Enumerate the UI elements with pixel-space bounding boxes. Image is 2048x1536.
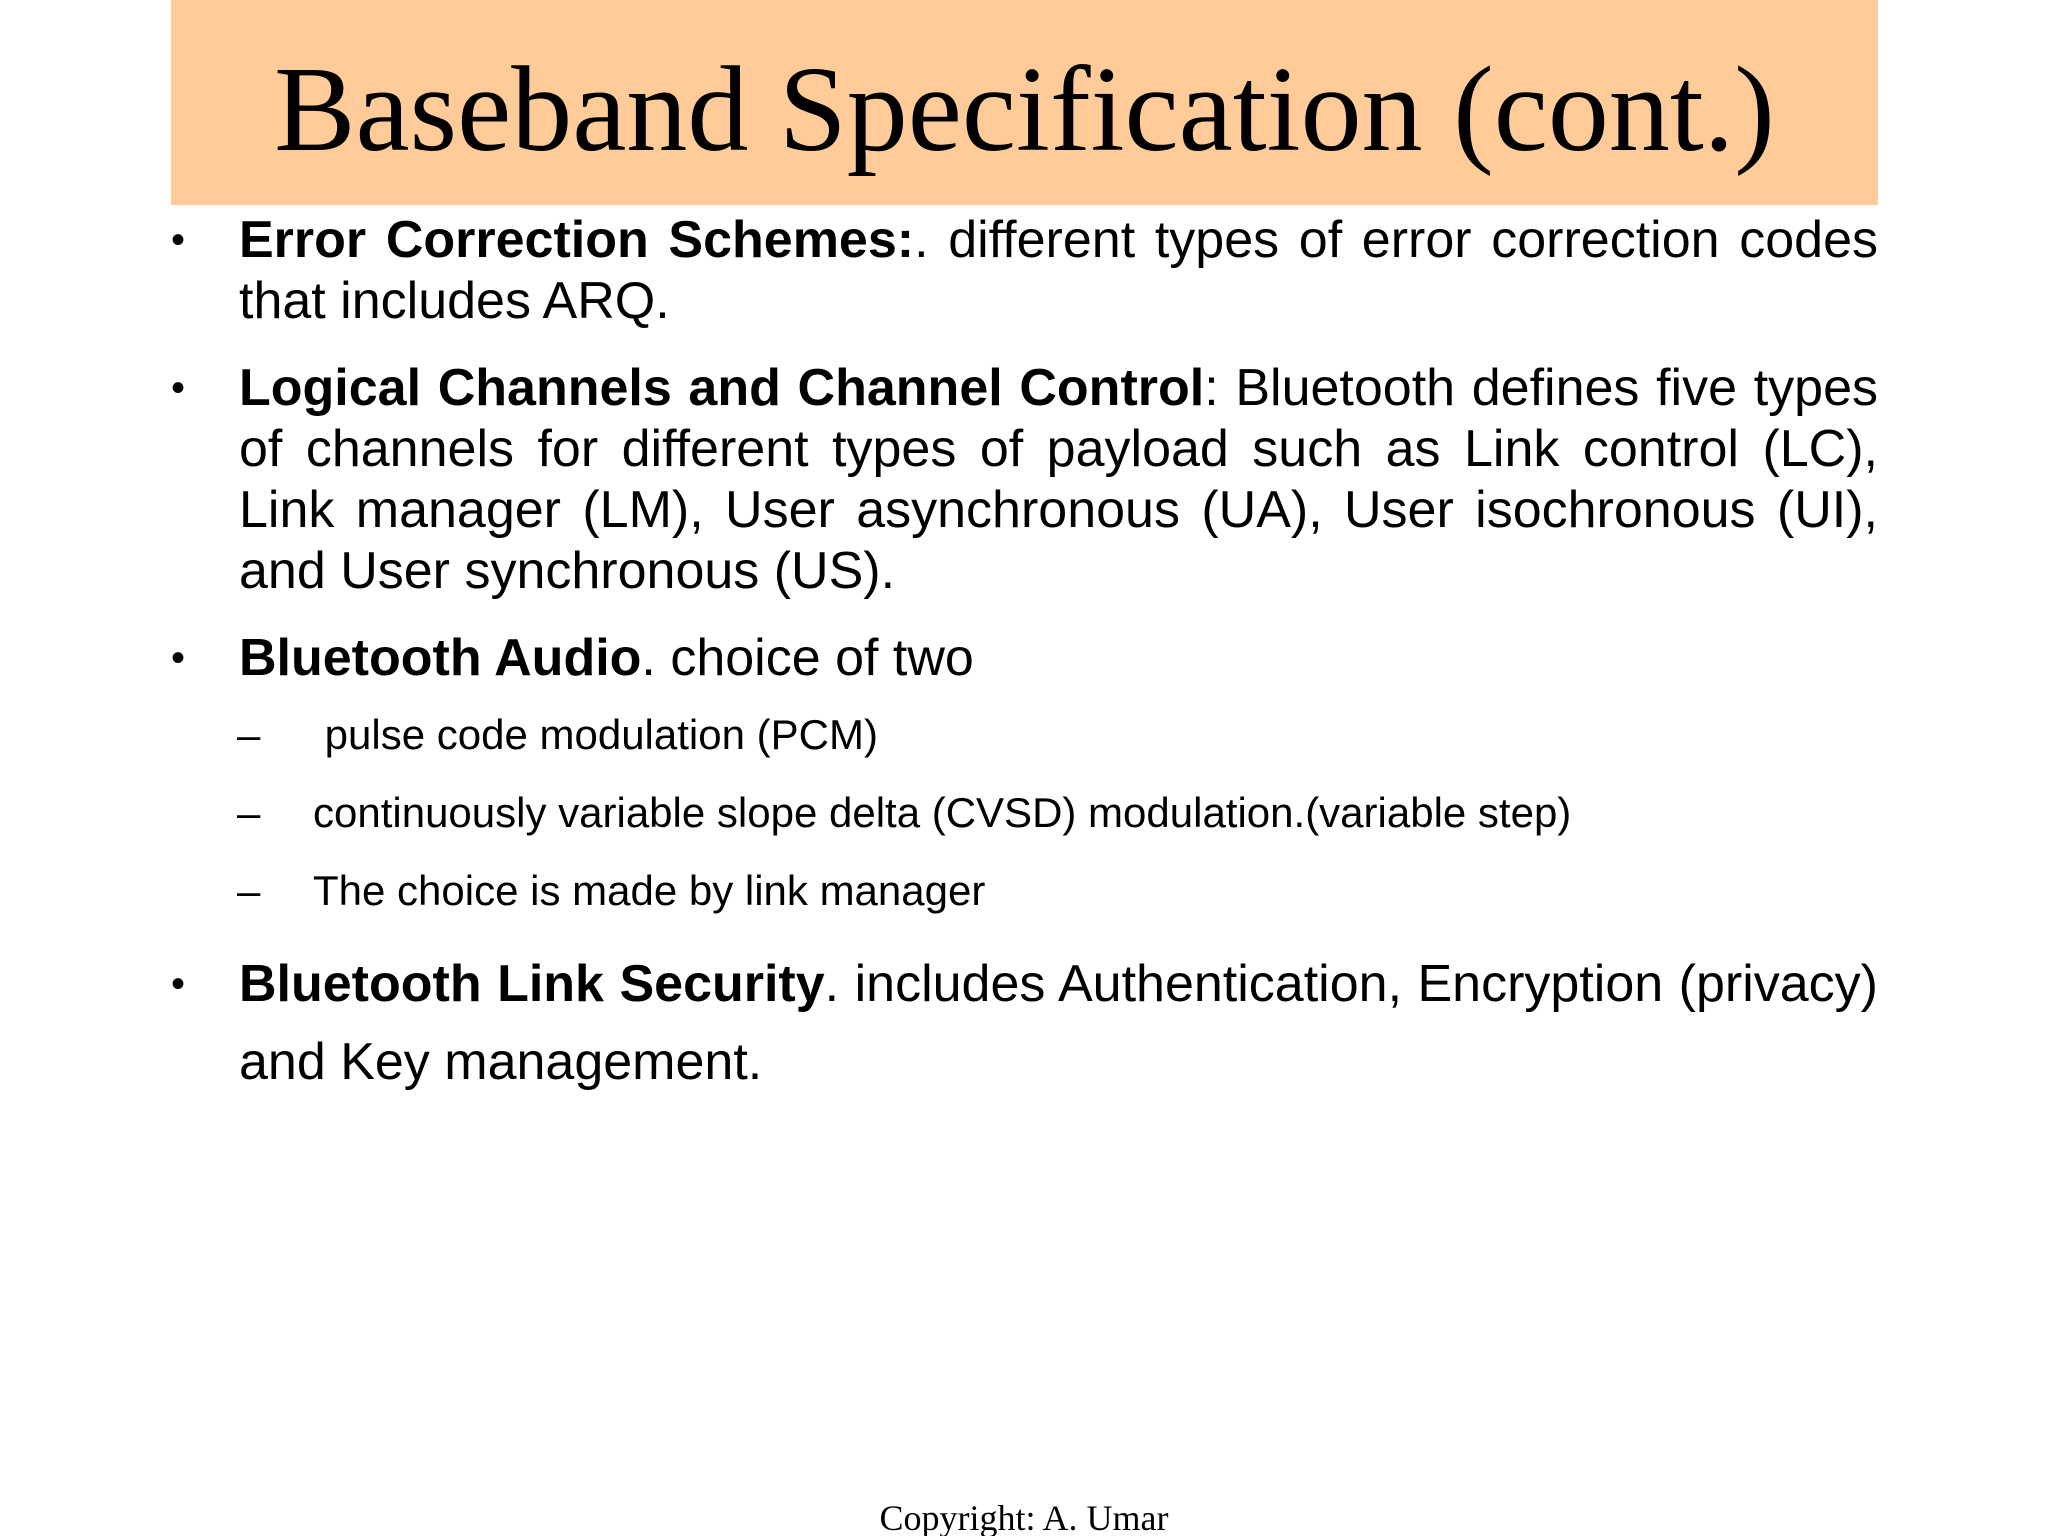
slide-title: Baseband Specification (cont.) — [274, 42, 1775, 177]
subitem-link-manager: – The choice is made by link manager — [171, 863, 1878, 919]
bullet-term: Error Correction Schemes: — [239, 211, 915, 269]
sub-dash: – — [237, 789, 261, 836]
sub-dash: – — [237, 711, 261, 758]
bullet-dot: • — [171, 366, 186, 410]
footer-copyright: Copyright: A. Umar — [879, 1498, 1169, 1536]
bullet-term: Bluetooth Audio — [239, 629, 642, 687]
bullet-error-correction: • Error Correction Schemes:. different t… — [171, 210, 1878, 332]
sub-dash: – — [237, 867, 261, 914]
bullet-dot: • — [171, 962, 186, 1006]
bullet-dot: • — [171, 218, 186, 262]
bullet-dot: • — [171, 636, 186, 680]
subitem-pcm: – pulse code modulation (PCM) — [171, 707, 1878, 763]
slide-content: • Error Correction Schemes:. different t… — [171, 210, 1878, 1101]
bullet-text: : Bluetooth defines five types of channe… — [239, 359, 1878, 600]
subitem-text: pulse code modulation (PCM) — [313, 711, 878, 758]
subitem-cvsd: – continuously variable slope delta (CVS… — [171, 785, 1878, 841]
bullet-bluetooth-audio: • Bluetooth Audio. choice of two — [171, 628, 1878, 689]
bullet-term: Logical Channels and Channel Control — [239, 359, 1205, 417]
subitem-text: The choice is made by link manager — [313, 867, 986, 914]
bullet-text: . choice of two — [641, 629, 974, 687]
bullet-text: . includes Authentication, Encryption (p… — [239, 955, 1878, 1091]
title-band — [171, 0, 1878, 205]
bullet-logical-channels: • Logical Channels and Channel Control: … — [171, 358, 1878, 602]
bullet-link-security: • Bluetooth Link Security. includes Auth… — [171, 945, 1878, 1101]
bullet-text: . different types of error correction co… — [239, 211, 1878, 330]
bullet-term: Bluetooth Link Security — [239, 955, 825, 1013]
subitem-text: continuously variable slope delta (CVSD)… — [313, 789, 1572, 836]
